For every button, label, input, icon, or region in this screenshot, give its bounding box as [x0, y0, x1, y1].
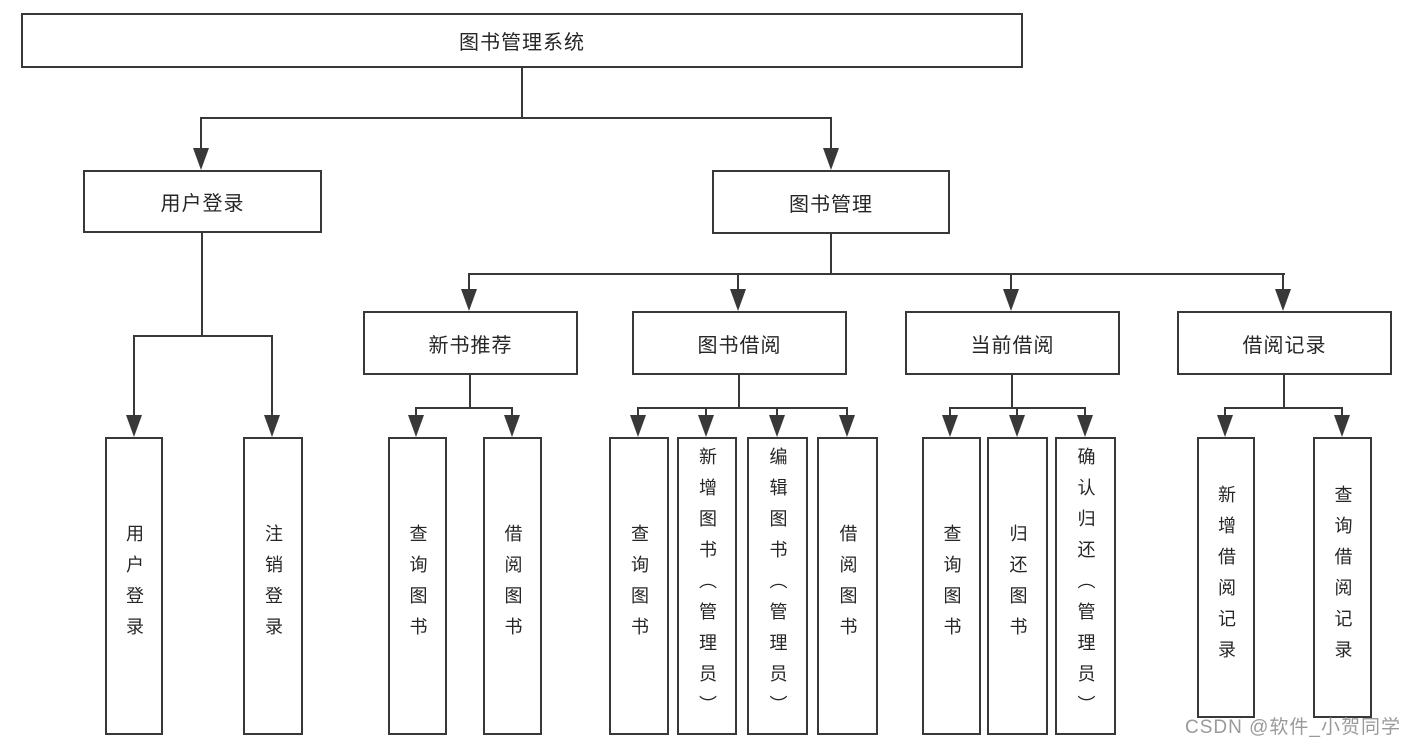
edge-vertical [1011, 375, 1013, 407]
edge-vertical [1010, 273, 1012, 291]
node-record-query-borrow-record-label: 查询借阅记录 [1332, 484, 1353, 671]
edge-vertical [1224, 407, 1226, 417]
node-book-management: 图书管理 [712, 170, 950, 234]
edge-vertical [1341, 407, 1343, 417]
arrow-down-icon [942, 415, 958, 437]
edge-vertical [271, 335, 273, 417]
node-current-borrow-label: 当前借阅 [970, 334, 1055, 357]
arrow-down-icon [264, 415, 280, 437]
node-root: 图书管理系统 [21, 13, 1023, 68]
edge-horizontal [416, 407, 513, 409]
edge-horizontal [133, 335, 273, 337]
edge-vertical [1016, 407, 1018, 417]
arrow-down-icon [698, 415, 714, 437]
arrow-down-icon [1217, 415, 1233, 437]
arrow-down-icon [1009, 415, 1025, 437]
csdn-watermark: CSDN @软件_小贺同学 [1185, 717, 1401, 738]
arrow-down-icon [730, 289, 746, 311]
edge-horizontal [950, 407, 1086, 409]
node-book-borrow-label: 图书借阅 [697, 334, 782, 357]
node-current-return-books-label: 归还图书 [1007, 524, 1028, 648]
edge-vertical [830, 117, 832, 150]
node-book-management-label: 图书管理 [789, 193, 873, 216]
node-current-query-books: 查询图书 [922, 437, 981, 735]
node-rec-borrow-books: 借阅图书 [483, 437, 542, 735]
edge-vertical [1282, 273, 1284, 291]
node-current-confirm-return-admin: 确认归还（管理员） [1055, 437, 1116, 735]
edge-horizontal [469, 273, 1285, 275]
arrow-down-icon [126, 415, 142, 437]
node-borrow-borrow-books-label: 借阅图书 [837, 524, 858, 648]
arrow-down-icon [1003, 289, 1019, 311]
node-borrow-borrow-books: 借阅图书 [817, 437, 878, 735]
node-borrow-record: 借阅记录 [1177, 311, 1392, 375]
edge-vertical [776, 407, 778, 417]
node-borrow-record-label: 借阅记录 [1242, 334, 1327, 357]
arrow-down-icon [823, 148, 839, 170]
edge-vertical [738, 375, 740, 407]
node-borrow-edit-books-admin-label: 编辑图书（管理员） [767, 446, 788, 726]
arrow-down-icon [408, 415, 424, 437]
node-user-login-label: 用户登录 [160, 193, 245, 215]
edge-vertical [468, 273, 470, 291]
node-borrow-edit-books-admin: 编辑图书（管理员） [747, 437, 808, 735]
node-borrow-add-books-admin-label: 新增图书（管理员） [697, 446, 717, 726]
edge-vertical [415, 407, 417, 417]
edge-vertical [705, 407, 707, 417]
edge-horizontal [638, 407, 848, 409]
arrow-down-icon [193, 148, 209, 170]
node-borrow-query-books: 查询图书 [609, 437, 669, 735]
node-leaf-user-login: 用户登录 [105, 437, 163, 735]
edge-vertical [200, 117, 202, 150]
edge-horizontal [1225, 407, 1343, 409]
node-rec-borrow-books-label: 借阅图书 [502, 524, 523, 648]
node-new-book-recommend: 新书推荐 [363, 311, 578, 375]
node-borrow-add-books-admin: 新增图书（管理员） [677, 437, 737, 735]
arrow-down-icon [1334, 415, 1350, 437]
edge-vertical [637, 407, 639, 417]
edge-vertical [469, 375, 471, 407]
node-current-confirm-return-admin-label: 确认归还（管理员） [1075, 446, 1096, 726]
arrow-down-icon [1077, 415, 1093, 437]
node-root-label: 图书管理系统 [459, 32, 585, 54]
node-record-add-borrow-record-label: 新增借阅记录 [1216, 484, 1236, 671]
arrow-down-icon [839, 415, 855, 437]
edge-vertical [201, 233, 203, 335]
edge-horizontal [200, 117, 832, 119]
arrow-down-icon [461, 289, 477, 311]
edge-vertical [133, 335, 135, 417]
node-new-book-recommend-label: 新书推荐 [428, 334, 513, 357]
node-record-query-borrow-record: 查询借阅记录 [1313, 437, 1372, 718]
node-leaf-logout: 注销登录 [243, 437, 303, 735]
node-rec-query-books: 查询图书 [388, 437, 447, 735]
edge-vertical [1084, 407, 1086, 417]
edge-vertical [511, 407, 513, 417]
node-leaf-logout-label: 注销登录 [263, 524, 283, 648]
arrow-down-icon [504, 415, 520, 437]
node-current-borrow: 当前借阅 [905, 311, 1120, 375]
edge-vertical [1283, 375, 1285, 407]
edge-vertical [949, 407, 951, 417]
node-current-query-books-label: 查询图书 [941, 524, 962, 648]
arrow-down-icon [630, 415, 646, 437]
edge-vertical [830, 234, 832, 273]
arrow-down-icon [1275, 289, 1291, 311]
node-record-add-borrow-record: 新增借阅记录 [1197, 437, 1255, 718]
node-current-return-books: 归还图书 [987, 437, 1048, 735]
edge-vertical [737, 273, 739, 291]
node-user-login: 用户登录 [83, 170, 322, 233]
node-book-borrow: 图书借阅 [632, 311, 847, 375]
edge-vertical [521, 68, 523, 117]
edge-vertical [846, 407, 848, 417]
node-borrow-query-books-label: 查询图书 [629, 524, 649, 648]
node-leaf-user-login-label: 用户登录 [124, 524, 144, 648]
node-rec-query-books-label: 查询图书 [407, 524, 428, 648]
arrow-down-icon [769, 415, 785, 437]
